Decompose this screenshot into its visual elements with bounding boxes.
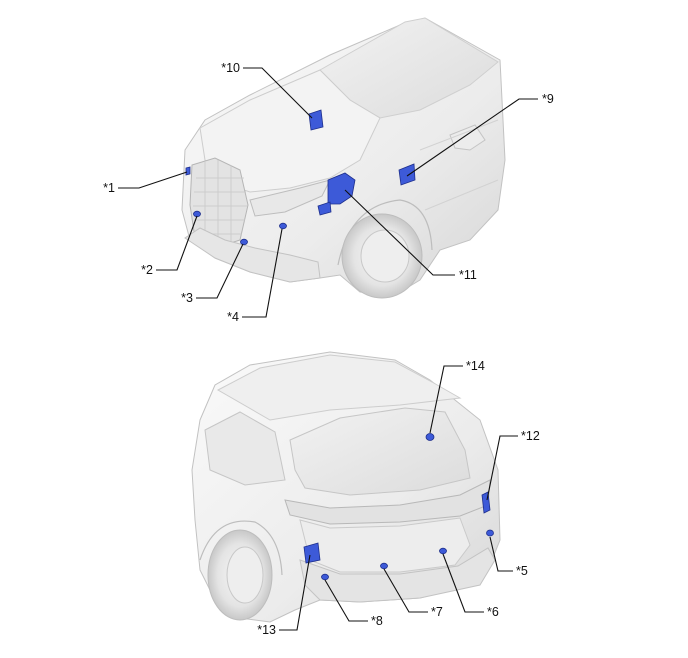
leader-4 [242, 228, 283, 318]
rear-quarter-window [204, 411, 286, 486]
rear-back-door [299, 517, 471, 573]
leader-6 [442, 553, 484, 613]
rear-vehicle-illustration [191, 351, 501, 623]
leader-9 [406, 98, 538, 177]
callout-10: *10 [221, 61, 240, 75]
front-grille-mesh [193, 160, 247, 248]
callout-1: *1 [103, 181, 115, 195]
rear-roof [216, 354, 462, 421]
leader-2 [156, 215, 198, 271]
rear-components [303, 433, 494, 581]
front-vehicle-illustration [181, 17, 506, 299]
component-2-sensor [193, 210, 201, 218]
leader-lines [118, 67, 538, 631]
callout-labels: *10 *9 *1 *2 *3 *4 *11 *14 *12 *5 *6 *7 … [103, 61, 554, 637]
component-8-sensor [321, 573, 329, 581]
leader-3 [196, 243, 244, 299]
leader-10 [243, 67, 313, 119]
rear-bumper [299, 547, 496, 603]
leader-14 [429, 365, 463, 434]
front-wheel-rim [360, 229, 410, 283]
front-door-line [419, 119, 499, 211]
leader-12 [486, 435, 518, 501]
component-1-sensor [185, 166, 191, 176]
component-14-camera [425, 433, 435, 441]
component-6-sensor [439, 547, 447, 555]
leader-1 [118, 171, 188, 189]
callout-11: *11 [459, 268, 477, 282]
component-11-bracket [317, 201, 332, 216]
component-7-sensor [380, 562, 388, 570]
callout-3: *3 [181, 291, 193, 305]
leader-7 [383, 568, 428, 613]
component-13-module [303, 542, 321, 564]
rear-wheel-rim [226, 546, 264, 604]
callout-7: *7 [431, 605, 443, 619]
callout-13: *13 [257, 623, 276, 637]
leader-8 [324, 579, 368, 622]
front-headlamp [249, 179, 331, 217]
callout-5: *5 [516, 564, 528, 578]
callout-14: *14 [466, 359, 485, 373]
callout-2: *2 [141, 263, 153, 277]
component-3-sensor [240, 238, 248, 246]
leader-5 [489, 536, 513, 572]
rear-wheel-arch [199, 520, 283, 576]
front-grille [189, 157, 249, 249]
callout-9: *9 [542, 92, 554, 106]
component-10-rain-sensor [308, 109, 324, 131]
component-5-sensor [486, 529, 494, 537]
callout-4: *4 [227, 310, 239, 324]
front-lower-bumper [184, 227, 321, 283]
callout-12: *12 [521, 429, 540, 443]
leader-13 [279, 554, 311, 631]
callout-6: *6 [487, 605, 499, 619]
front-side-mirror [449, 124, 486, 151]
rear-window-glass [289, 407, 471, 496]
callout-8: *8 [371, 614, 383, 628]
component-4-sensor [279, 222, 287, 230]
component-9-fender-unit [398, 163, 416, 186]
leader-11 [344, 189, 455, 276]
